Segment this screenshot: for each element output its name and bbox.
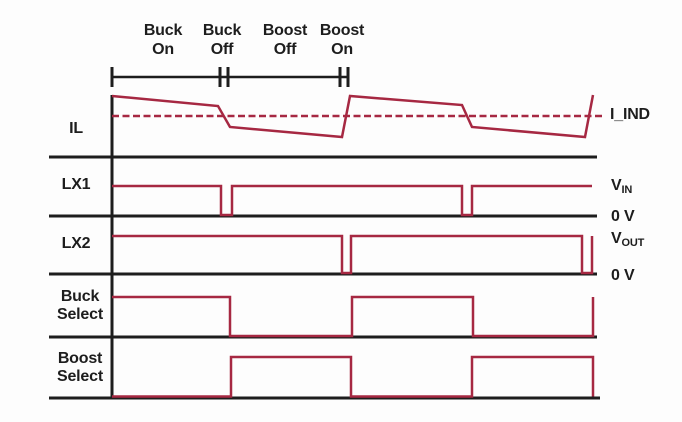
row-label-lx2: LX2: [62, 235, 91, 252]
phase-label-buck-on-line1: Buck: [144, 22, 183, 39]
label-0v-lx1: 0 V: [611, 208, 635, 225]
label-vout-subscript: OUT: [621, 237, 644, 249]
label-vin-subscript: IN: [621, 184, 632, 196]
row-label-boost-select-line1: Boost: [58, 350, 103, 367]
row-labels-group: IL LX1 LX2 Buck Select Boost Select: [57, 120, 104, 385]
boost-select-waveform: [112, 355, 595, 398]
axes-group: [49, 95, 600, 400]
buck-select-waveform: [112, 295, 595, 338]
label-0v-lx2: 0 V: [611, 267, 635, 284]
phase-label-boost-on-line2: On: [331, 41, 353, 58]
row-label-il: IL: [69, 120, 83, 137]
row-label-buck-select-line2: Select: [57, 306, 104, 323]
il-waveform: [111, 94, 595, 139]
label-vin: VIN: [611, 177, 632, 196]
row-label-boost-select-line2: Select: [57, 368, 104, 385]
phase-label-buck-off-line2: Off: [211, 41, 234, 58]
label-i-ind: I_IND: [610, 106, 650, 123]
timeline-group: [110, 67, 350, 87]
phase-label-boost-off-line2: Off: [274, 41, 297, 58]
lx2-waveform: [112, 234, 594, 275]
phase-label-buck-off-line1: Buck: [203, 22, 242, 39]
label-vin-main: V: [611, 177, 622, 194]
row-label-buck-select-line1: Buck: [61, 288, 100, 305]
row-label-lx1: LX1: [62, 176, 91, 193]
lx1-waveform: [112, 184, 592, 217]
phase-label-boost-off-line1: Boost: [263, 22, 308, 39]
label-vout-main: V: [611, 230, 622, 247]
phase-label-buck-on-line2: On: [152, 41, 174, 58]
phase-label-boost-on-line1: Boost: [320, 22, 365, 39]
label-vout: VOUT: [611, 230, 645, 249]
right-labels-group: I_IND VIN 0 V VOUT 0 V: [610, 106, 650, 284]
phase-labels-group: Buck On Buck Off Boost Off Boost On: [144, 22, 365, 58]
waveforms-group: [111, 94, 602, 398]
